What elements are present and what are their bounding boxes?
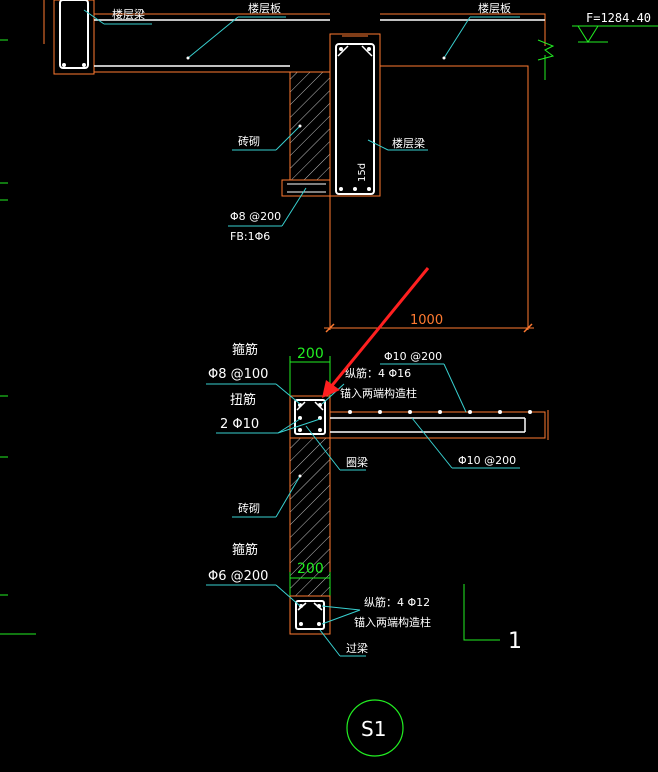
label-masonry-2: 砖砌 bbox=[238, 501, 260, 515]
floor-beam-left-stirrup bbox=[59, 0, 89, 69]
floor-beam-mid bbox=[329, 33, 381, 197]
floor-beam-left bbox=[53, 0, 95, 75]
beam-side-15d: 15d bbox=[357, 163, 368, 182]
red-arrow-annotation bbox=[322, 267, 430, 398]
label-stirrup-1-spec: Φ8 @100 bbox=[208, 367, 268, 382]
dim-1000-text: 1000 bbox=[410, 313, 443, 328]
dimension-1000: 1000 bbox=[324, 313, 534, 333]
dim-200-1: 200 bbox=[297, 346, 324, 362]
detail-number: 1 bbox=[463, 584, 522, 654]
label-lintel: 过梁 bbox=[346, 641, 368, 655]
ring-beam-stirrup bbox=[294, 399, 326, 435]
top-slab-assembly: F=1284.40 15d bbox=[53, 0, 658, 330]
lintel-beam bbox=[289, 595, 331, 635]
lintel-stirrup bbox=[295, 600, 325, 630]
label-long-rebar-2: 纵筋：4 Φ12 bbox=[364, 595, 430, 609]
section-marker[interactable]: S1 bbox=[346, 699, 404, 757]
label-torsion-title: 扭筋 bbox=[230, 392, 256, 408]
label-slab-top-rebar: Φ10 @200 bbox=[384, 350, 442, 363]
break-symbol bbox=[537, 39, 555, 61]
floor-beam-mid-stirrup bbox=[335, 43, 375, 195]
elevation-marker: F=1284.40 bbox=[572, 11, 658, 43]
label-masonry-1: 砖砌 bbox=[238, 134, 260, 148]
label-stirrup-2-title: 箍筋 bbox=[232, 542, 258, 558]
top-labels: 楼层梁 楼层板 楼层板 砖砌 楼层梁 Φ8 @200 FB:1Φ6 bbox=[83, 1, 520, 243]
lintel-assembly: 200 bbox=[289, 561, 331, 635]
middle-labels: 箍筋 Φ8 @100 扭筋 2 Φ10 Φ10 @200 纵筋：4 Φ16 锚入… bbox=[206, 342, 520, 518]
label-long-rebar-1: 纵筋：4 Φ16 bbox=[345, 366, 411, 380]
lower-labels: 箍筋 Φ6 @200 纵筋：4 Φ12 锚入两端构造柱 过梁 bbox=[206, 542, 431, 657]
label-anchor-2: 锚入两端构造柱 bbox=[354, 615, 431, 629]
label-rebar-1b: FB:1Φ6 bbox=[230, 230, 270, 243]
masonry-wall-upper bbox=[289, 71, 331, 181]
masonry-wall-lower bbox=[289, 437, 331, 597]
elevation-text: F=1284.40 bbox=[586, 11, 651, 25]
label-anchor-1: 锚入两端构造柱 bbox=[340, 386, 417, 400]
small-lintel bbox=[281, 179, 331, 197]
ring-beam-assembly: 200 bbox=[289, 346, 549, 597]
detail-number-text: 1 bbox=[508, 629, 522, 654]
label-slab-bot-rebar: Φ10 @200 bbox=[458, 454, 516, 467]
left-grid-ticks bbox=[0, 39, 36, 635]
label-stirrup-1-title: 箍筋 bbox=[232, 342, 258, 358]
label-floor-slab-2: 楼层板 bbox=[478, 1, 511, 15]
label-ring-beam: 圈梁 bbox=[346, 455, 368, 469]
label-floor-slab-1: 楼层板 bbox=[248, 1, 281, 15]
section-id-text: S1 bbox=[361, 717, 386, 741]
label-rebar-1a: Φ8 @200 bbox=[230, 210, 281, 223]
label-stirrup-2-spec: Φ6 @200 bbox=[208, 569, 268, 584]
label-floor-beam-1: 楼层梁 bbox=[112, 7, 145, 21]
label-floor-beam-2: 楼层梁 bbox=[392, 136, 425, 150]
dim-200-2: 200 bbox=[297, 561, 324, 577]
cantilever-slab bbox=[330, 411, 546, 439]
label-torsion-spec: 2 Φ10 bbox=[220, 417, 259, 432]
